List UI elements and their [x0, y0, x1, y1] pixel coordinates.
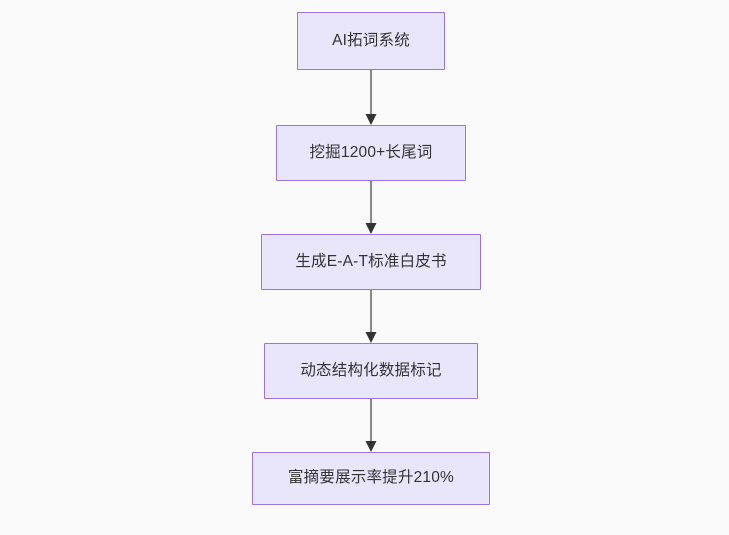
flow-node-label: 富摘要展示率提升210% — [287, 469, 455, 487]
flow-node-label: 生成E-A-T标准白皮书 — [295, 252, 447, 270]
flow-node-ai-keyword-system[interactable]: AI拓词系统 — [297, 12, 445, 70]
edge-node2-to-node3 — [365, 181, 377, 234]
flow-node-generate-eat-whitepaper[interactable]: 生成E-A-T标准白皮书 — [261, 234, 481, 290]
arrowhead-icon — [365, 114, 377, 125]
flow-node-label: AI拓词系统 — [332, 31, 410, 49]
flow-node-dynamic-structured-data-markup[interactable]: 动态结构化数据标记 — [264, 343, 478, 399]
flow-node-label: 动态结构化数据标记 — [300, 361, 442, 379]
flow-node-rich-snippet-impression-lift[interactable]: 富摘要展示率提升210% — [252, 452, 490, 505]
arrowhead-icon — [365, 441, 377, 452]
edge-node4-to-node5 — [365, 399, 377, 452]
arrowhead-icon — [365, 223, 377, 234]
edge-node3-to-node4 — [365, 290, 377, 343]
arrowhead-icon — [365, 332, 377, 343]
flow-node-mine-longtail-keywords[interactable]: 挖掘1200+长尾词 — [276, 125, 466, 181]
flow-node-label: 挖掘1200+长尾词 — [309, 143, 433, 161]
edge-node1-to-node2 — [365, 70, 377, 125]
